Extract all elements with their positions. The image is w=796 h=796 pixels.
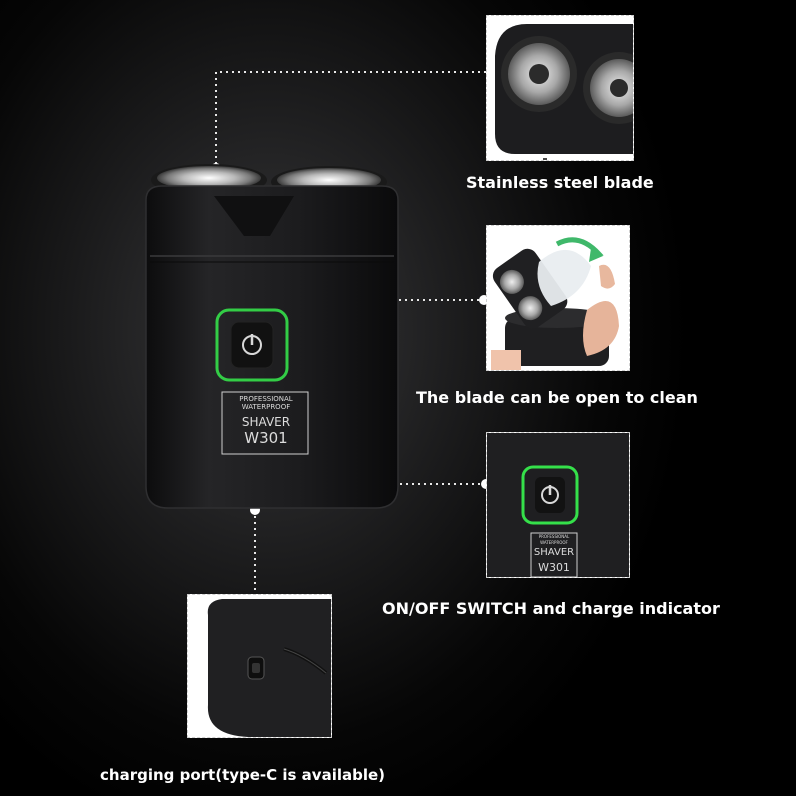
print-model: W301 <box>244 429 288 447</box>
inset-switch-closeup <box>486 432 630 578</box>
print-waterproof: WATERPROOF <box>241 403 291 411</box>
inset-print-professional: PROFESSIONAL <box>538 534 570 539</box>
inset-blade-closeup <box>486 15 634 161</box>
blade-closeup-image <box>487 16 633 160</box>
inset-print-brand: SHAVER <box>533 547 575 558</box>
switch-closeup-image <box>487 433 629 577</box>
left-foil <box>157 166 261 190</box>
label-switch-indicator: ON/OFF SWITCH and charge indicator <box>382 599 720 618</box>
inset-charging-port <box>187 594 332 738</box>
print-box <box>221 391 309 455</box>
connector-open <box>265 253 484 301</box>
power-button <box>215 308 289 382</box>
inset-print-waterproof: WATERPROOF <box>540 540 568 545</box>
label-stainless-blade: Stainless steel blade <box>466 173 654 192</box>
open-clean-image <box>487 226 629 370</box>
print-brand: SHAVER <box>241 415 291 429</box>
charging-port-image <box>188 595 331 737</box>
label-open-clean: The blade can be open to clean <box>416 388 698 407</box>
inset-open-clean <box>486 225 630 371</box>
inset-print-model: W301 <box>538 561 570 574</box>
connector-blade <box>215 71 486 170</box>
print-professional: PROFESSIONAL <box>239 395 293 403</box>
label-charging-port: charging port(type-C is available) <box>100 766 386 784</box>
head-notch <box>214 196 294 236</box>
